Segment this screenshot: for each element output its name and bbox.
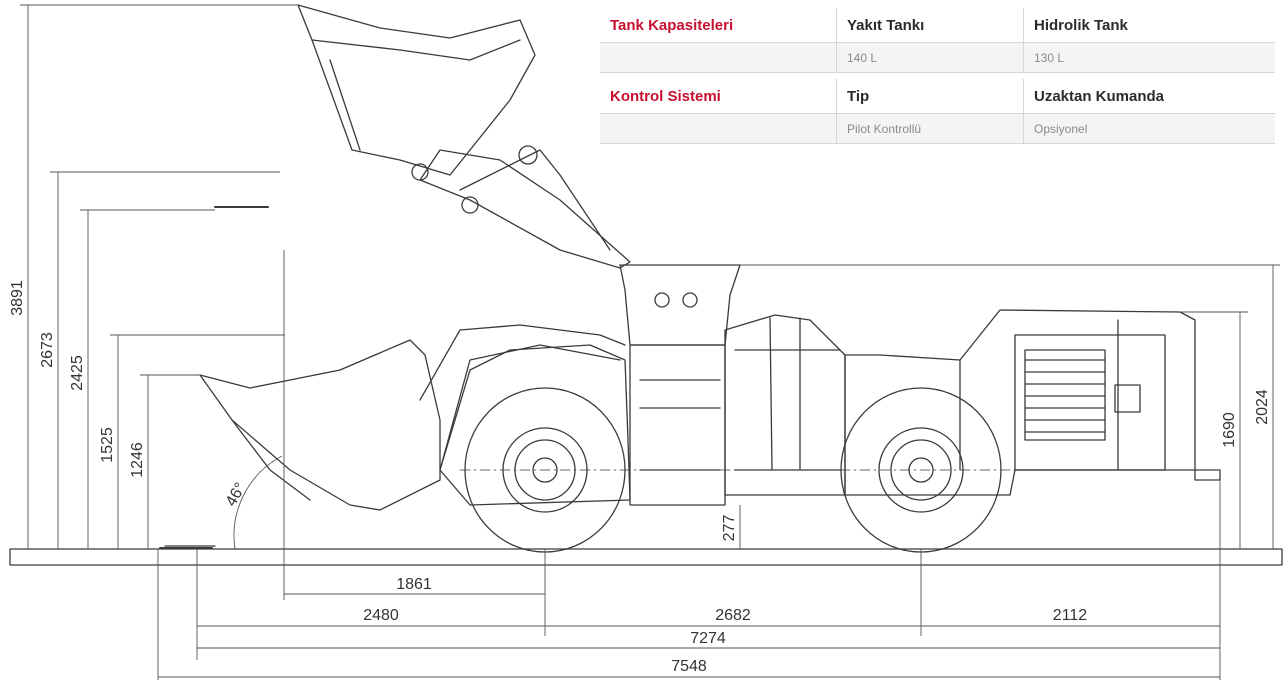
dimension-lines [20,4,1280,680]
dim-overall-length: 7548 [671,658,707,675]
tank-value-row: 140 L 130 L [600,42,1275,73]
dim-rear-height: 1690 [1221,412,1238,448]
specs-table: Tank Kapasiteleri Yakıt Tankı Hidrolik T… [600,8,1275,144]
ground-base [9,548,1283,566]
control-type-value: Pilot Kontrollü [836,113,1024,144]
control-value-row: Pilot Kontrollü Opsiyonel [600,113,1275,144]
dim-max-lift-height: 3891 [9,280,26,316]
dim-overall-height: 2024 [1254,389,1271,425]
dim-bucket-height: 1246 [129,442,146,478]
front-frame [439,344,631,506]
lowered-bucket [199,339,441,511]
raised-bucket [297,4,536,176]
dim-rear-overhang: 2112 [1053,607,1088,624]
dim-ground-clearance: 277 [721,515,738,542]
hydraulic-tank-label: Hidrolik Tank [1023,8,1275,43]
articulation-section [724,314,846,496]
dim-reach: 1861 [396,576,432,593]
dim-dump-height: 2673 [39,332,56,368]
fuel-tank-value: 140 L [836,42,1024,73]
control-empty-cell [600,113,837,144]
fuel-tank-label: Yakıt Tankı [836,8,1024,43]
hydraulic-tank-value: 130 L [1023,42,1275,73]
control-category-label: Kontrol Sistemi [600,79,837,114]
lift-arm [419,149,631,269]
remote-control-label: Uzaktan Kumanda [1023,79,1275,114]
dimension-labels: 3891 2673 2425 1525 1246 46° 277 1690 20… [9,280,1271,675]
dim-wheelbase: 2682 [715,607,751,624]
tank-empty-cell [600,42,837,73]
remote-control-value: Opsiyonel [1023,113,1275,144]
control-header-row: Kontrol Sistemi Tip Uzaktan Kumanda [600,79,1275,114]
tank-header-row: Tank Kapasiteleri Yakıt Tankı Hidrolik T… [600,8,1275,43]
dim-front-overhang: 2480 [363,607,399,624]
tank-category-label: Tank Kapasiteleri [600,8,837,43]
dim-dump-angle: 46° [223,480,250,509]
dim-length-7274: 7274 [690,630,726,647]
dim-bucket-hinge-height: 1525 [99,427,116,463]
rear-frame [844,309,1221,496]
control-type-label: Tip [836,79,1024,114]
dim-dump-height-2: 2425 [69,355,86,391]
